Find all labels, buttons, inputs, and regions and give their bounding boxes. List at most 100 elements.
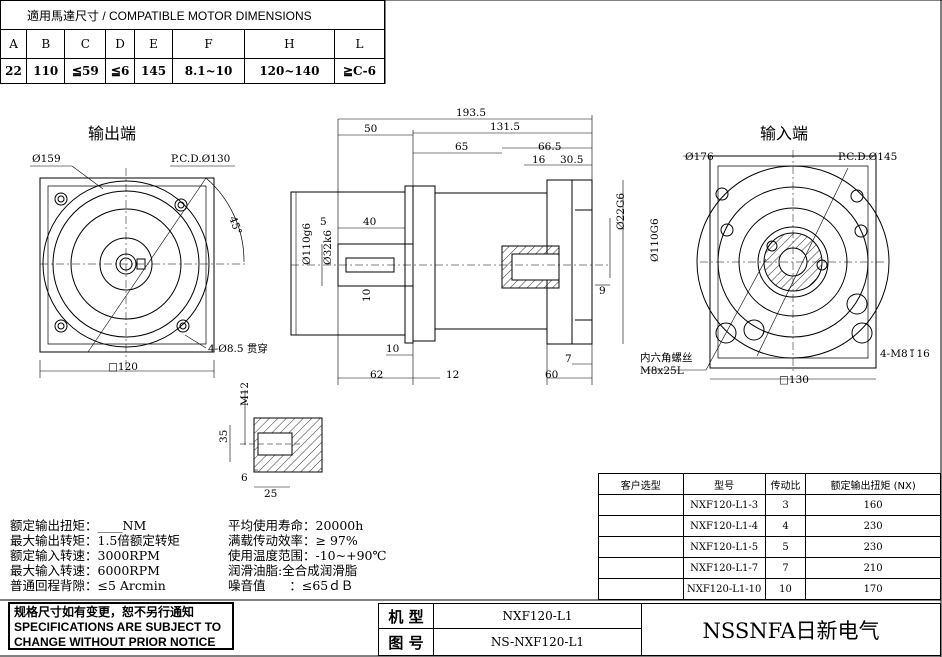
input-end-label: 输入端: [760, 124, 808, 143]
bolt-label: 内六角螺丝: [640, 351, 693, 364]
dim-phi110G6: Ø110G6: [649, 218, 661, 262]
dim-66-5: 66.5: [538, 141, 561, 153]
dim-40: 40: [363, 216, 376, 228]
dim-pcd130: P.C.D.Ø130: [171, 153, 230, 165]
dim-30-5: 30.5: [560, 154, 583, 166]
ratio-table-cell: [598, 557, 684, 579]
ratio-table-cell: [598, 494, 684, 516]
ratio-table-cell: NXF120-L1-7: [682, 557, 766, 579]
drawing-label: 图 号: [378, 628, 434, 656]
motor-table-value-A: 22: [0, 58, 28, 84]
dim-65: 65: [455, 141, 468, 153]
ratio-table-cell: [598, 515, 684, 537]
motor-table-header-B: B: [26, 29, 66, 59]
output-end-view: [30, 165, 245, 378]
dim-tap: 4-M8↧16: [880, 348, 930, 360]
ratio-table-cell: NXF120-L1-4: [682, 515, 766, 537]
motor-table-value-L: ≧C-6: [333, 58, 386, 84]
motor-table-value-E: 145: [133, 58, 174, 84]
dim-output-holes: 4-Ø8.5 贯穿: [208, 342, 268, 355]
ratio-table-header-row: 客户选型型号传动比额定输出扭矩 (NX): [598, 473, 941, 495]
key-detail-view: [229, 390, 323, 488]
spec-line: 使用温度范围：-10~+90℃: [228, 548, 387, 563]
dim-m12: M12: [239, 382, 251, 406]
dim-angle: 45°: [226, 215, 244, 237]
drawing-value: NS-NXF120-L1: [433, 628, 642, 656]
ratio-table-header: 传动比: [764, 473, 807, 495]
dim-60: 60: [545, 369, 558, 381]
model-label: 机 型: [378, 603, 434, 629]
dim-62: 62: [370, 369, 383, 381]
dim-phi110g6: Ø110g6: [301, 223, 313, 265]
ratio-table-cell: 7: [764, 557, 807, 579]
dim-phi32k6: Ø32k6: [322, 230, 334, 265]
spec-line: 润滑油脂:全合成润滑脂: [228, 563, 358, 578]
notice-line-en2: CHANGE WITHOUT PRIOR NOTICE: [14, 635, 216, 649]
dim-phi176: Ø176: [685, 151, 714, 163]
dim-25: 25: [264, 488, 277, 500]
motor-table-header-E: E: [133, 29, 174, 59]
dim-6: 6: [241, 472, 248, 484]
ratio-table-header: 型号: [682, 473, 766, 495]
spec-line: 满载传动效率：≥ 97%: [228, 533, 358, 548]
input-end-view: [644, 150, 890, 380]
dim-7: 7: [565, 353, 572, 365]
bolt-size: M8x25L: [640, 365, 684, 377]
spec-line: 额定输出扭矩：____NM: [10, 518, 147, 533]
notice-line-en1: SPECIFICATIONS ARE SUBJECT TO: [14, 620, 222, 634]
dim-pcd145: P.C.D.Ø145: [838, 151, 897, 163]
dim-5: 5: [320, 216, 327, 228]
ratio-table-cell: 10: [764, 578, 807, 600]
dim-output-square: □120: [108, 361, 138, 373]
motor-table-value-D: ≦6: [105, 58, 135, 84]
ratio-table-cell: 160: [805, 494, 941, 516]
ratio-table-header: 客户选型: [598, 473, 684, 495]
ratio-table-cell: [598, 536, 684, 558]
ratio-table-cell: NXF120-L1-10: [682, 578, 766, 600]
dim-input-square: □130: [779, 374, 809, 386]
ratio-table-cell: NXF120-L1-3: [682, 494, 766, 516]
spec-line: 平均使用寿命：20000h: [228, 518, 364, 533]
dim-16: 16: [532, 154, 546, 166]
motor-table-title: 適用馬達尺寸 / COMPATIBLE MOTOR DIMENSIONS: [0, 0, 385, 30]
title-block: 机 型 NXF120-L1 图 号 NS-NXF120-L1 NSSNFA日新电…: [378, 603, 941, 656]
spec-line: 额定输入转速：3000RPM: [10, 548, 160, 563]
spec-line: 最大输入转速：6000RPM: [10, 563, 160, 578]
dim-193-5: 193.5: [456, 107, 486, 119]
motor-table-value-F: 8.1~10: [172, 58, 245, 84]
ratio-table-cell: 230: [805, 515, 941, 537]
side-view: [290, 115, 624, 385]
dim-35: 35: [218, 430, 230, 443]
ratio-table-cell: 4: [764, 515, 807, 537]
motor-table-value-B: 110: [26, 58, 66, 84]
spec-line: 普通回程背隙：≤5 Arcmin: [10, 578, 166, 593]
change-notice: 规格尺寸如有变更，恕不另行通知 SPECIFICATIONS ARE SUBJE…: [8, 602, 234, 650]
dim-9: 9: [599, 285, 606, 297]
spec-line: 最大输出转矩：1.5倍额定转矩: [10, 533, 180, 548]
motor-table-header-A: A: [0, 29, 28, 59]
ratio-table-cell: [598, 578, 684, 600]
ratio-table-cell: 210: [805, 557, 941, 579]
motor-table-value-H: 120~140: [243, 58, 335, 84]
ratio-table-header: 额定输出扭矩 (NX): [805, 473, 941, 495]
ratio-table-cell: NXF120-L1-5: [682, 536, 766, 558]
dim-10-vertical: 10: [361, 289, 373, 302]
ratio-table-cell: 170: [805, 578, 941, 600]
spec-line: 噪音值 ：≤65ｄＢ: [228, 578, 354, 593]
output-end-label: 输出端: [88, 124, 136, 143]
dim-50: 50: [364, 123, 377, 135]
dim-131-5: 131.5: [490, 121, 520, 133]
motor-table-value-C: ≦59: [64, 58, 107, 84]
